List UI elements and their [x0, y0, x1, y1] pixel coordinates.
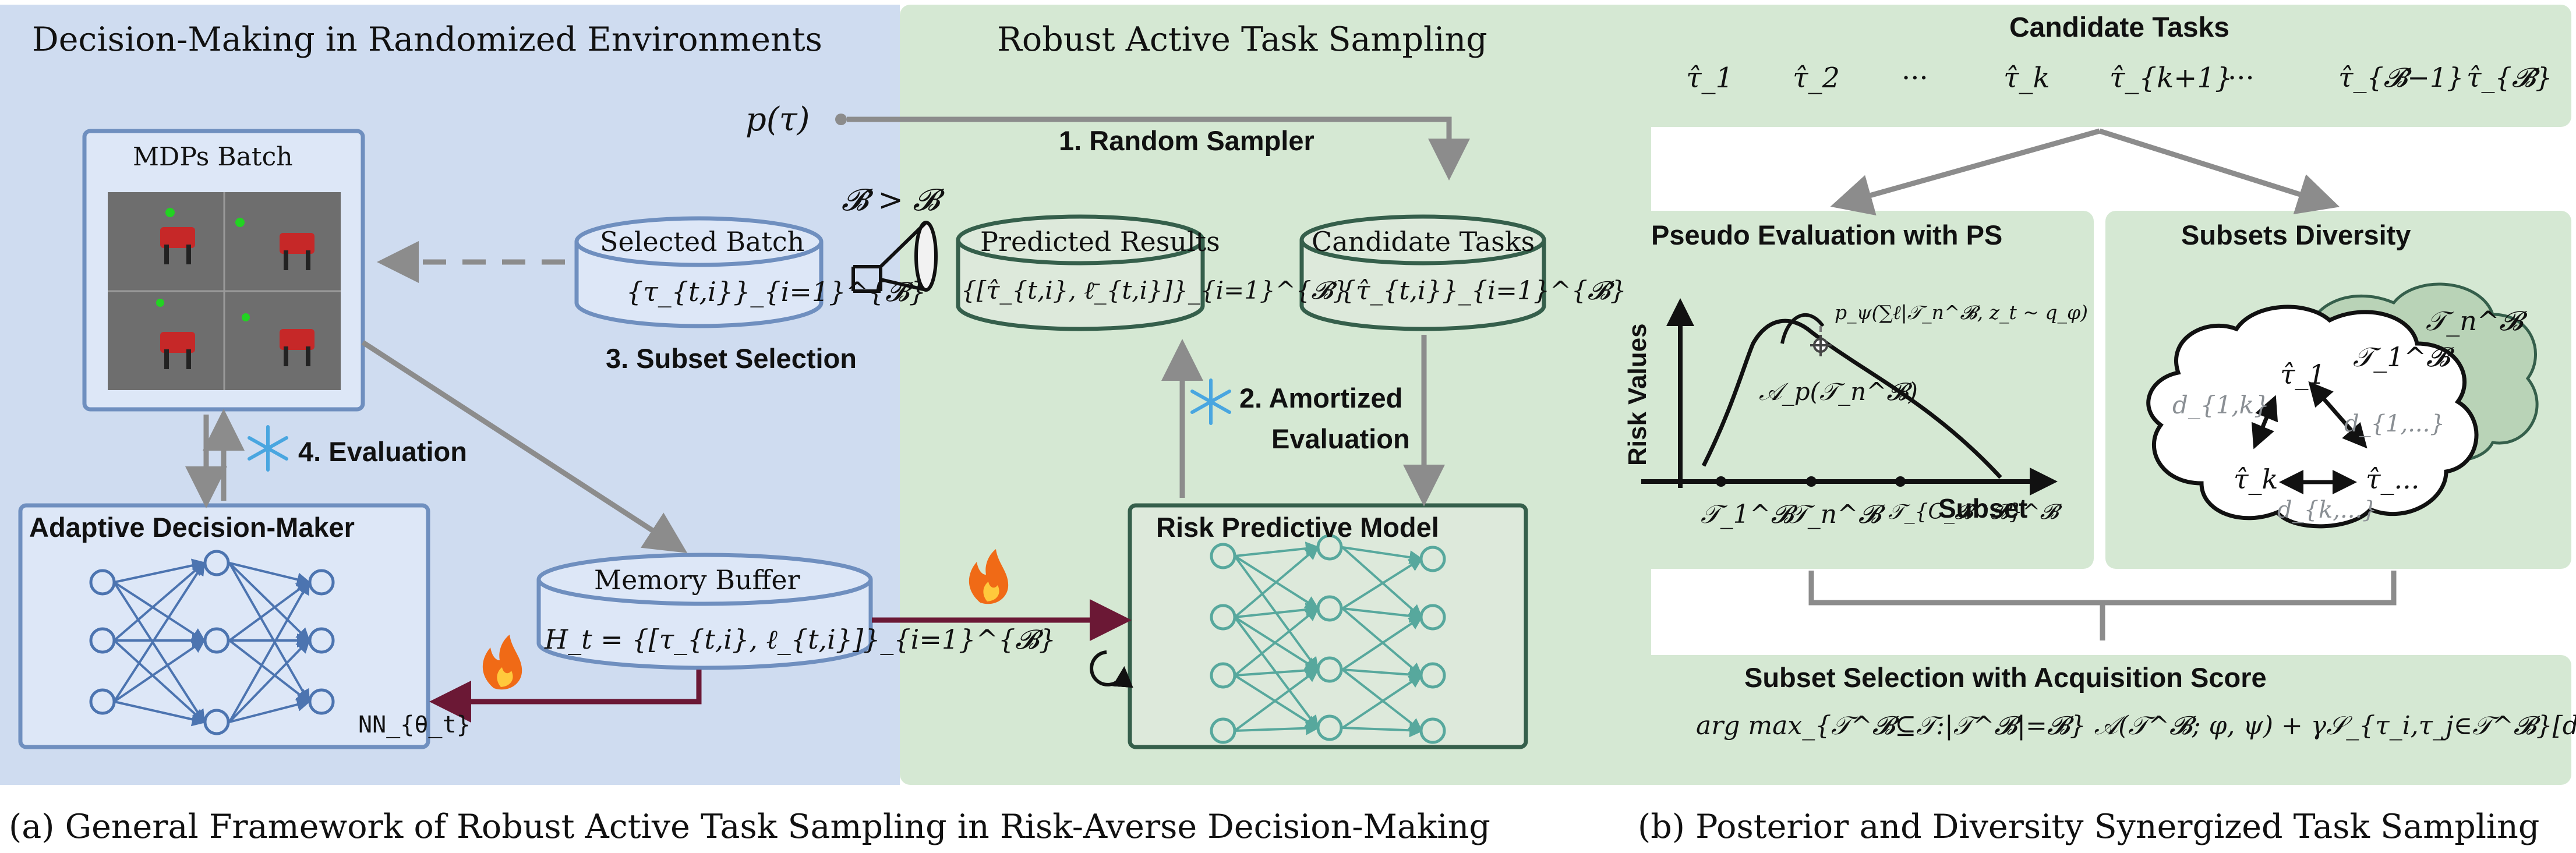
candidate-item-bhat-1: τ̂_{𝓑̂−1}	[2338, 62, 2464, 93]
robust-sampling-title: Robust Active Task Sampling	[997, 20, 1487, 59]
risk-model-title: Risk Predictive Model	[1156, 512, 1439, 543]
merge-bracket	[1808, 571, 2397, 640]
tick-t1: 𝒯_1^𝓑	[1701, 500, 1794, 529]
selected-batch-title: Selected Batch	[600, 226, 805, 257]
candidate-split-arrows	[1830, 128, 2340, 216]
node-tau-dots: τ̂_...	[2366, 463, 2420, 495]
policy-network	[89, 550, 335, 735]
funnel-icon	[851, 221, 938, 293]
candidate-ellipsis-1: ···	[1902, 62, 1928, 94]
step-subset-selection: 3. Subset Selection	[606, 343, 857, 374]
subset-selection-title: Subset Selection with Acquisition Score	[1744, 662, 2267, 693]
candidate-item-k: τ̂_k	[2003, 62, 2050, 94]
b-hat-gt-b: 𝓑̂ > 𝓑	[842, 183, 940, 218]
p-tau-label: p(τ)	[745, 101, 810, 139]
robot-icon	[156, 208, 315, 369]
candidate-tasks-header: Candidate Tasks	[2009, 12, 2229, 43]
peak-marker	[1810, 335, 1832, 356]
candidate-ellipsis-2: ···	[2228, 62, 2255, 94]
decision-making-title: Decision-Making in Randomized Environmen…	[32, 20, 822, 59]
step-amortized: 2. Amortized	[1239, 383, 1403, 413]
candidate-item-1: τ̂_1	[1686, 62, 1734, 94]
subsets-diversity-title: Subsets Diversity	[2181, 220, 2411, 250]
candidate-tasks-panel	[1628, 5, 2571, 127]
step-evaluation-4: 4. Evaluation	[298, 436, 467, 467]
fire-icon	[482, 549, 1009, 690]
risk-plot	[1641, 298, 2058, 495]
node-tau-1: τ̂_1	[2280, 359, 2326, 390]
selected-batch-cylinder	[574, 216, 824, 328]
caption-b: (b) Posterior and Diversity Synergized T…	[1638, 808, 2540, 846]
predicted-results-cylinder	[956, 214, 1205, 331]
adaptive-dm-title: Adaptive Decision-Maker	[29, 512, 355, 543]
node-tau-k: τ̂_k	[2234, 463, 2278, 495]
memory-buffer-formula: H_t = {[τ_{t,i}, ℓ_{t,i}]}_{i=1}^{𝓑}	[545, 624, 1056, 655]
predicted-results-title: Predicted Results	[980, 226, 1220, 257]
candidate-tasks-formula: {τ̂_{t,i}}_{i=1}^{𝓑̂}	[1340, 276, 1627, 306]
peak-label: 𝒜_p(𝒯_n^𝓑)	[1759, 377, 1918, 406]
subset-selection-panel	[1628, 655, 2571, 785]
tick-tn: 𝒯_n^𝓑	[1788, 500, 1881, 529]
acquisition-formula: arg max_{𝒯^𝓑⊆𝒯:|𝒯^𝓑|=𝓑} 𝒜(𝒯^𝓑; φ, ψ) + γ…	[1696, 711, 2576, 741]
flow-arrows	[185, 114, 1470, 723]
candidate-tasks-cylinder	[1299, 214, 1546, 331]
step-random-sampler: 1. Random Sampler	[1059, 125, 1314, 156]
edge-d1k: d_{1,k}	[2172, 391, 2270, 419]
snowflake-icon	[248, 378, 1231, 472]
mdps-batch-label: MDPs Batch	[133, 142, 293, 172]
candidate-tasks-title: Candidate Tasks	[1312, 226, 1535, 257]
candidate-item-bhat: τ̂_{𝓑̂}	[2467, 62, 2553, 93]
candidate-item-2: τ̂_2	[1793, 62, 1840, 94]
step-evaluation-2: Evaluation	[1271, 423, 1410, 454]
memory-buffer-cylinder	[536, 553, 873, 670]
tick-tc: 𝒯_{C_𝓑̂^𝓑}^𝓑	[1888, 500, 2059, 524]
edge-dkdots: d_{k,...}	[2277, 497, 2377, 523]
pseudo-evaluation-title: Pseudo Evaluation with PS	[1651, 220, 2003, 250]
selected-batch-formula: {τ_{t,i}}_{i=1}^{𝓑}	[626, 276, 927, 307]
caption-a: (a) General Framework of Robust Active T…	[9, 808, 1490, 846]
memory-buffer-title: Memory Buffer	[594, 564, 800, 596]
subset-axis-label: Subset	[1938, 493, 2028, 523]
mdps-image-grid	[108, 192, 341, 390]
nn-theta-label: NN_{θ_t}	[358, 712, 471, 738]
refresh-icon	[1090, 650, 1133, 688]
diversity-clouds	[2146, 282, 2539, 529]
predicted-results-formula: {[τ̂_{t,i}, ℓ̄_{t,i}]}_{i=1}^{𝓑̂}	[961, 276, 1349, 305]
risk-network	[1210, 534, 1446, 744]
diversity-front-label: 𝒯_1^𝓑	[2353, 341, 2450, 373]
edge-d1dots: d_{1,...}	[2344, 410, 2445, 437]
diversity-back-label: 𝒯_n^𝓑	[2426, 305, 2523, 337]
risk-values-axis-label: Risk Values	[1623, 323, 1652, 466]
candidate-item-k1: τ̂_{k+1}	[2109, 62, 2233, 94]
posterior-curve-label: p_ψ(∑ℓ|𝒯_n^𝓑, z_t ~ q_φ)	[1835, 301, 2088, 324]
